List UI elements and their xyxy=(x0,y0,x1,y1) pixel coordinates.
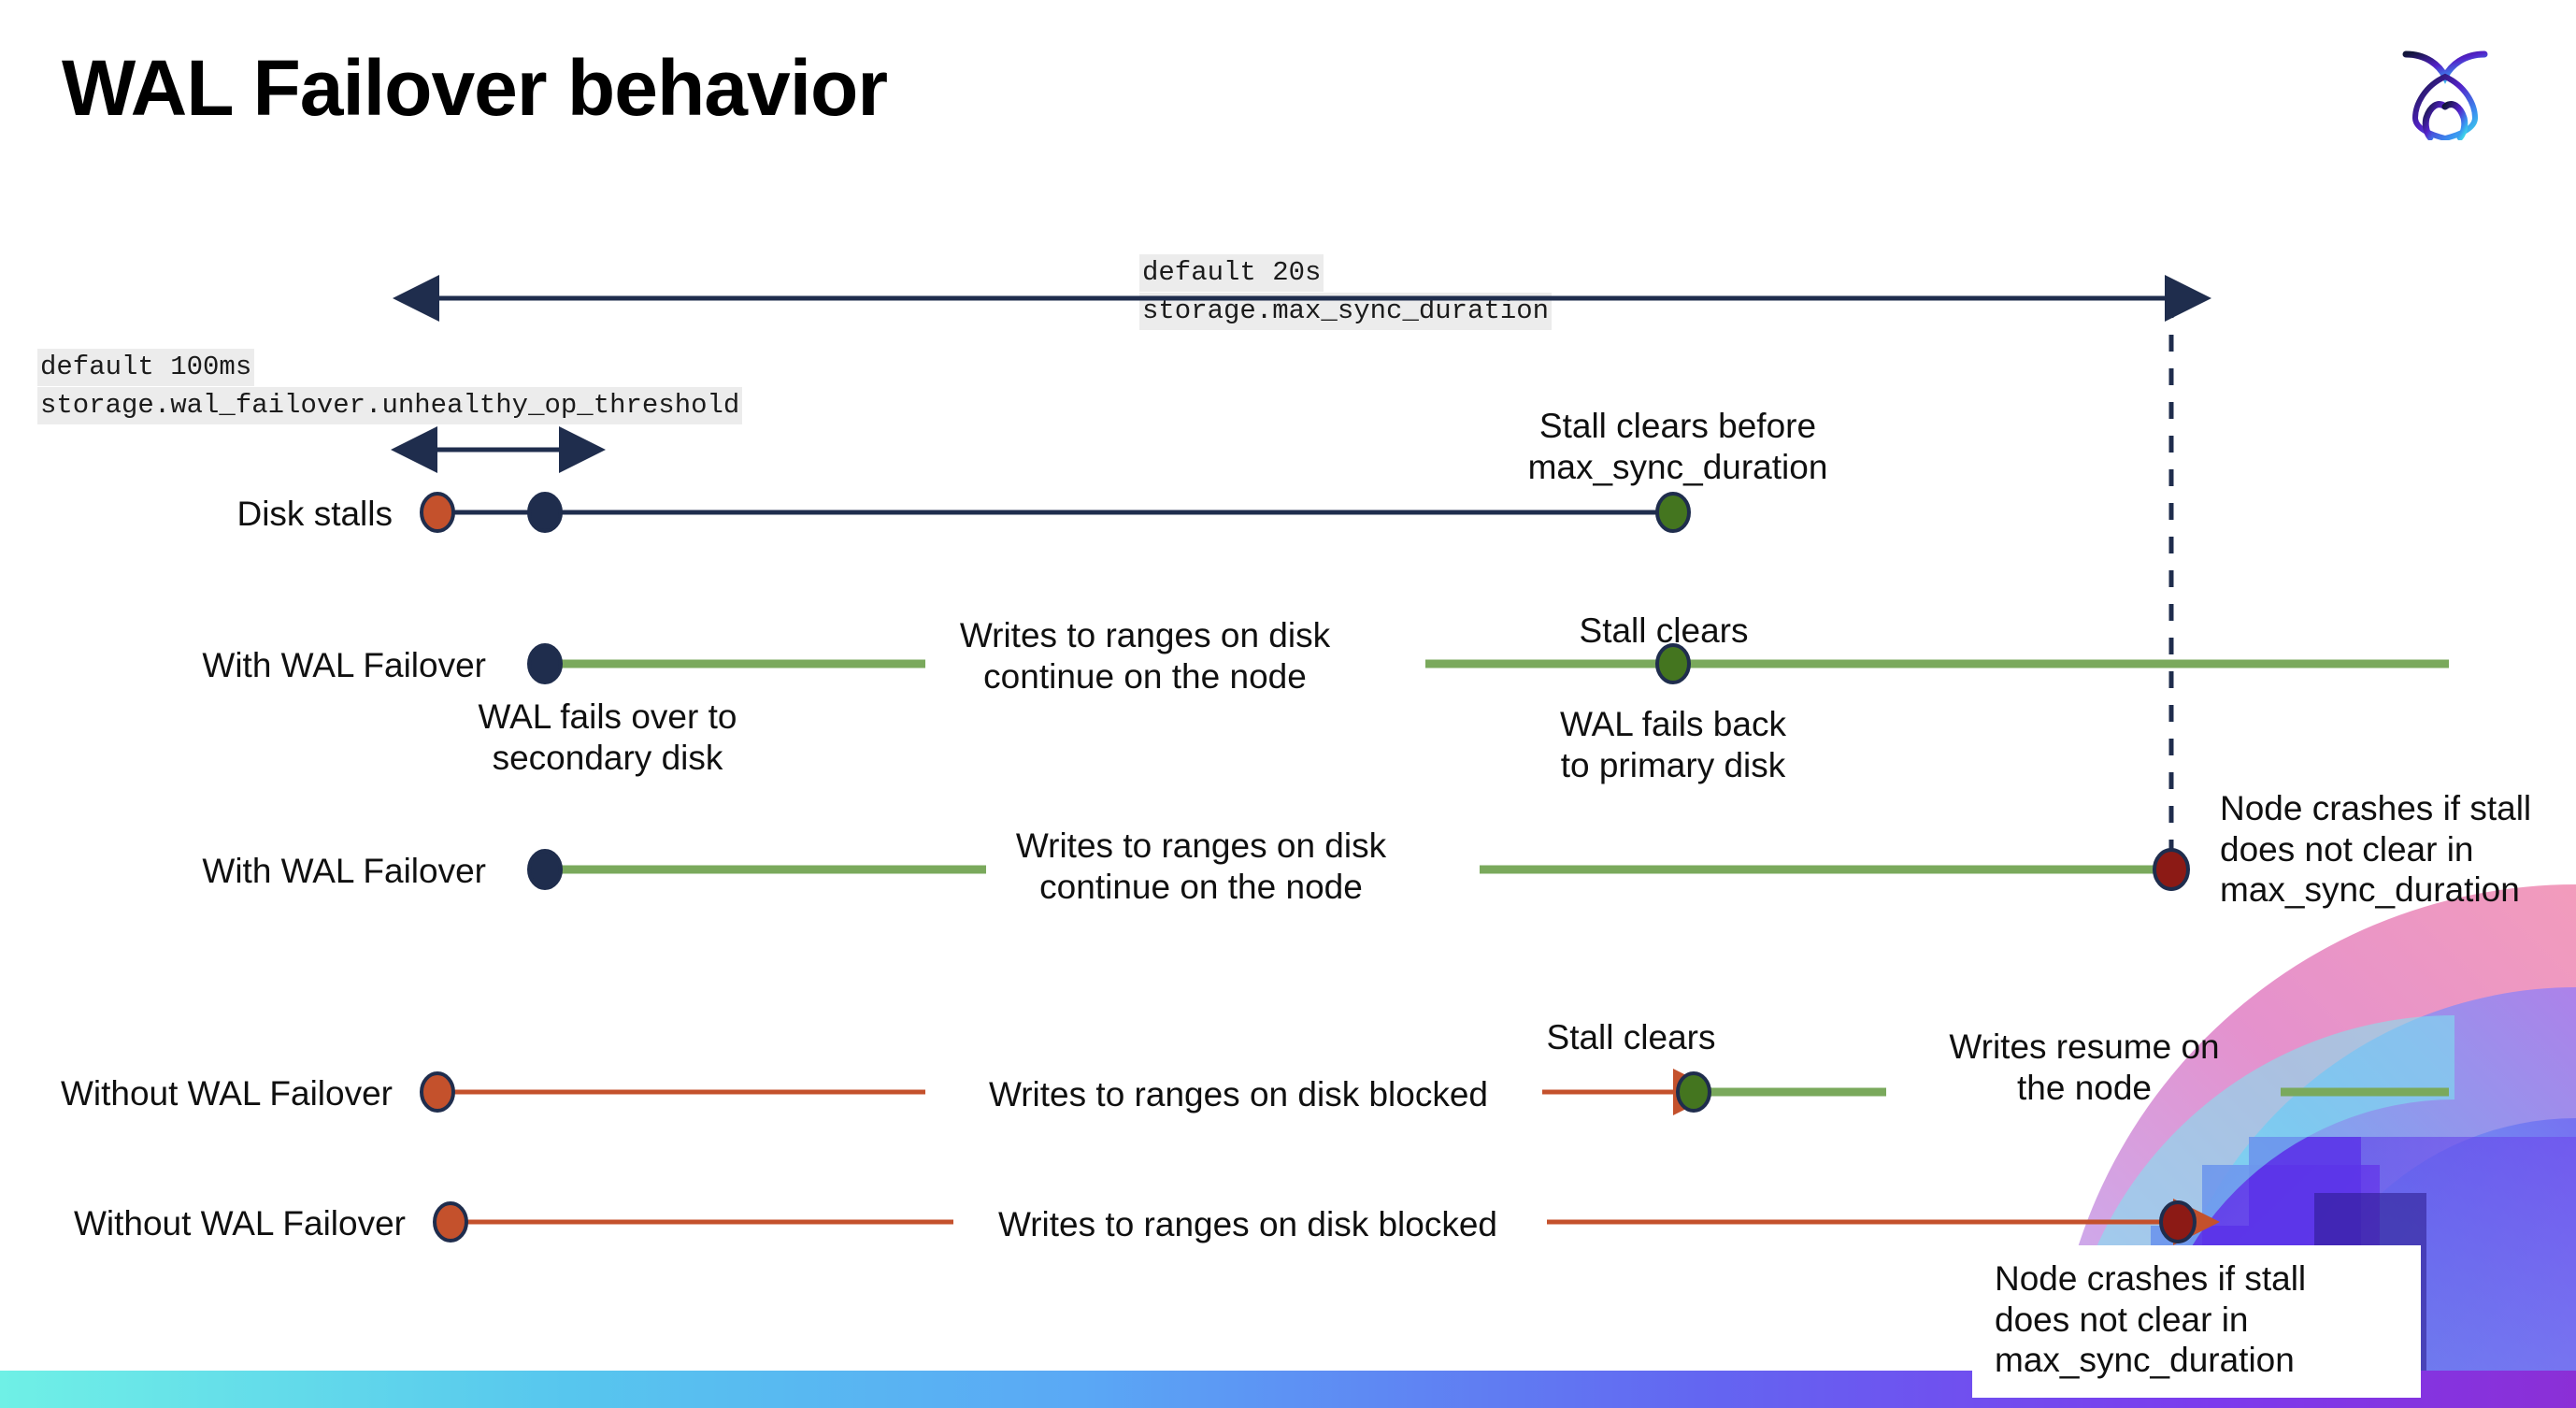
cockroachdb-logo-icon xyxy=(2389,28,2501,142)
callout-wal-fails-back: WAL fails back to primary disk xyxy=(1560,705,1786,784)
unhealthy-setting-label: storage.wal_failover.unhealthy_op_thresh… xyxy=(37,387,743,425)
callout-writes-continue-2: Writes to ranges on disk continue on the… xyxy=(1015,826,1387,906)
callout-node-crashes-2-box: Node crashes if stall does not clear in … xyxy=(1972,1245,2421,1398)
callout-node-crashes-2: Node crashes if stall does not clear in … xyxy=(1995,1259,2307,1380)
callout-writes-blocked-1: Writes to ranges on disk blocked xyxy=(988,1075,1489,1113)
callout-node-crashes-1: Node crashes if stall does not clear in … xyxy=(2220,789,2532,910)
row-label-without-failover-1: Without WAL Failover xyxy=(60,1074,393,1113)
row-label-with-failover-1: With WAL Failover xyxy=(202,646,486,684)
row-label-without-failover-2: Without WAL Failover xyxy=(73,1204,406,1243)
row-disk-stalls-track xyxy=(420,492,1691,533)
row-without-failover-2-track xyxy=(433,1199,2220,1245)
row-label-with-failover-2: With WAL Failover xyxy=(202,852,486,890)
row-with-failover-1-track xyxy=(527,643,2449,684)
callout-writes-blocked-2: Writes to ranges on disk blocked xyxy=(997,1205,1498,1243)
row-with-failover-2-track xyxy=(527,848,2190,891)
row-without-failover-1-track xyxy=(420,1069,2449,1115)
callout-writes-resume: Writes resume on the node xyxy=(1949,1027,2220,1107)
callout-writes-continue-1: Writes to ranges on disk continue on the… xyxy=(959,616,1331,696)
row-label-disk-stalls: Disk stalls xyxy=(236,495,393,533)
unhealthy-default-label: default 100ms xyxy=(37,349,255,387)
callout-stall-clears-2: Stall clears xyxy=(1546,1018,1716,1056)
callout-stall-clears-before: Stall clears before max_sync_duration xyxy=(1527,407,1828,486)
page-title: WAL Failover behavior xyxy=(62,44,888,132)
callout-wal-fails-over: WAL fails over to secondary disk xyxy=(478,697,737,777)
callout-stall-clears-1: Stall clears xyxy=(1579,611,1749,650)
